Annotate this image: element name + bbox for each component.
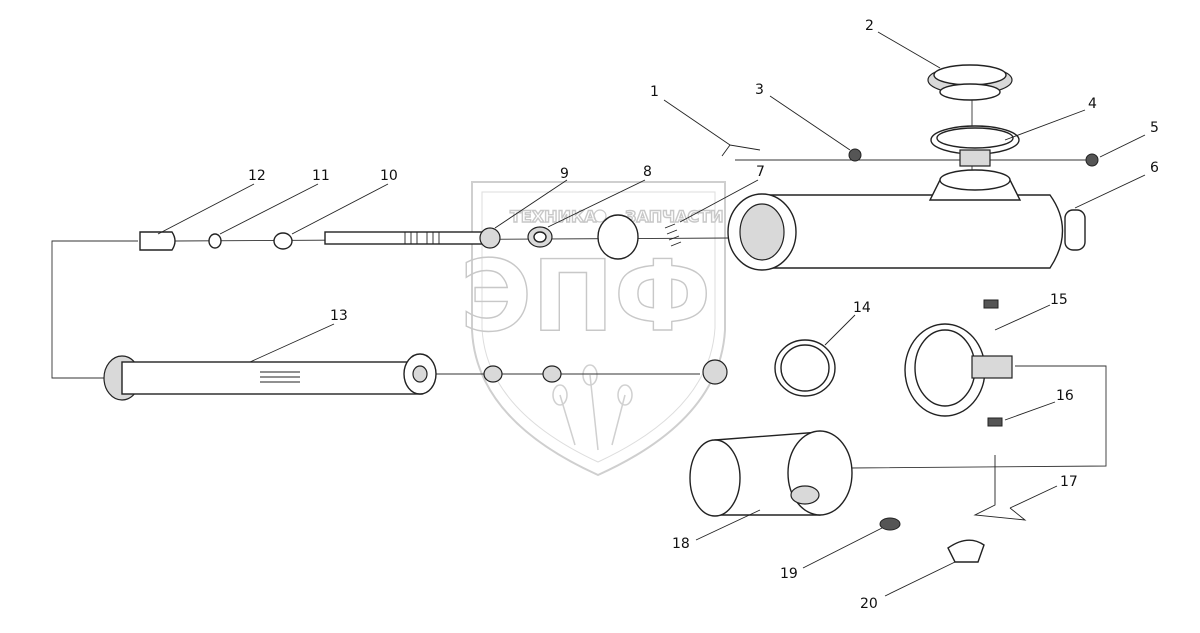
watermark-top-left: ТЕХНИКА — [510, 207, 597, 226]
part-2-cap — [927, 64, 1013, 101]
callout-labels: 1 2 3 4 5 6 7 8 9 10 11 12 13 14 15 16 1… — [248, 18, 1159, 612]
part-14-seal — [774, 339, 836, 397]
part-1-pin — [721, 144, 761, 157]
wheat-icon — [552, 364, 633, 451]
callout-11: 11 — [312, 168, 330, 184]
callout-leaders — [157, 31, 1146, 597]
callout-13: 13 — [330, 308, 348, 324]
part-8-ring — [597, 214, 639, 260]
watermark-top-right: ЗАПЧАСТИ — [625, 207, 724, 226]
part-4-clamp — [930, 125, 1020, 167]
gear-icon — [593, 209, 607, 223]
part-17-hook-bolt — [973, 455, 1027, 521]
part-16-nut — [987, 417, 1003, 427]
callout-12: 12 — [248, 168, 266, 184]
part-9-bushing — [527, 226, 553, 248]
callout-5: 5 — [1150, 120, 1159, 136]
callout-17: 17 — [1060, 474, 1078, 490]
callout-3: 3 — [755, 82, 764, 98]
callout-19: 19 — [780, 566, 798, 582]
part-bushing-a — [483, 365, 503, 383]
callout-2: 2 — [865, 18, 874, 34]
part-12-fitting — [139, 231, 222, 251]
part-7-spring — [664, 223, 682, 247]
watermark: ТЕХНИКА ЗАПЧАСТИ ЭПФ — [459, 181, 726, 477]
callout-15: 15 — [1050, 292, 1068, 308]
callout-1: 1 — [650, 84, 659, 100]
callout-16: 16 — [1056, 388, 1074, 404]
callout-4: 4 — [1088, 96, 1097, 112]
callout-10: 10 — [380, 168, 398, 184]
part-13-tube — [103, 353, 437, 401]
callout-8: 8 — [643, 164, 652, 180]
callout-6: 6 — [1150, 160, 1159, 176]
part-18-bowl — [689, 430, 853, 517]
watermark-main: ЭПФ — [460, 240, 711, 354]
callout-20: 20 — [860, 596, 878, 612]
part-6-housing — [727, 169, 1086, 271]
part-19-wing-nut — [879, 517, 901, 531]
part-bushing-c — [702, 359, 728, 385]
part-20-cap — [947, 539, 985, 563]
part-11-washer — [273, 232, 293, 250]
part-bushing-b — [542, 365, 562, 383]
callout-7: 7 — [756, 164, 765, 180]
callout-18: 18 — [672, 536, 690, 552]
part-10-shaft — [324, 227, 501, 249]
callout-9: 9 — [560, 166, 569, 182]
part-5-nut — [1085, 153, 1099, 167]
part-3-nut — [848, 148, 862, 162]
part-15-band-clamp — [904, 299, 1013, 417]
callout-14: 14 — [853, 300, 871, 316]
